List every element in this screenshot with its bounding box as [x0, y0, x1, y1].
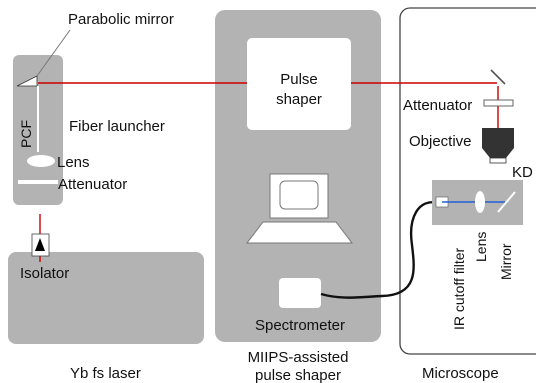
- label-spectrometer: Spectrometer: [255, 317, 345, 334]
- mirror-icon: [497, 191, 516, 213]
- label-yb-laser: Yb fs laser: [70, 365, 141, 382]
- fiber-cable: [320, 201, 440, 299]
- pulse-shaper-box: [247, 38, 351, 130]
- label-pulse-shaper-1: Pulse: [280, 71, 318, 88]
- label-lens-left: Lens: [57, 154, 90, 171]
- spectrometer-icon: [279, 278, 321, 308]
- lens-icon: [27, 155, 55, 167]
- attenuator-left-icon: [18, 180, 58, 184]
- lens-right-icon: [475, 191, 485, 213]
- label-objective: Objective: [409, 133, 472, 150]
- label-fiber-launcher: Fiber launcher: [69, 118, 165, 135]
- parabolic-mirror-icon: [16, 75, 38, 87]
- computer-keyboard-icon: [245, 221, 354, 244]
- label-miips-1: MIIPS-assisted: [248, 349, 349, 366]
- label-parabolic-mirror: Parabolic mirror: [68, 11, 174, 28]
- label-pcf: PCF: [18, 120, 34, 148]
- label-isolator: Isolator: [20, 265, 69, 282]
- isolator-arrow-icon: [35, 238, 45, 251]
- attenuator-right-icon: [483, 99, 514, 107]
- parabolic-mirror-leader: [36, 29, 71, 77]
- label-microscope: Microscope: [422, 365, 499, 382]
- objective-tip-icon: [489, 157, 507, 164]
- label-mirror: Mirror: [498, 243, 514, 280]
- objective-icon: [482, 128, 514, 158]
- label-miips-2: pulse shaper: [255, 367, 341, 383]
- computer-screen-icon: [279, 180, 319, 210]
- label-attenuator-left: Attenuator: [58, 176, 127, 193]
- label-kd: KD: [512, 164, 533, 181]
- label-attenuator-right: Attenuator: [403, 97, 472, 114]
- label-lens-right: Lens: [473, 232, 489, 262]
- yb-laser-box: [8, 252, 204, 344]
- label-ir-cutoff-filter: IR cutoff filter: [451, 247, 467, 330]
- folding-mirror-icon: [490, 69, 506, 85]
- label-pulse-shaper-2: shaper: [276, 91, 322, 108]
